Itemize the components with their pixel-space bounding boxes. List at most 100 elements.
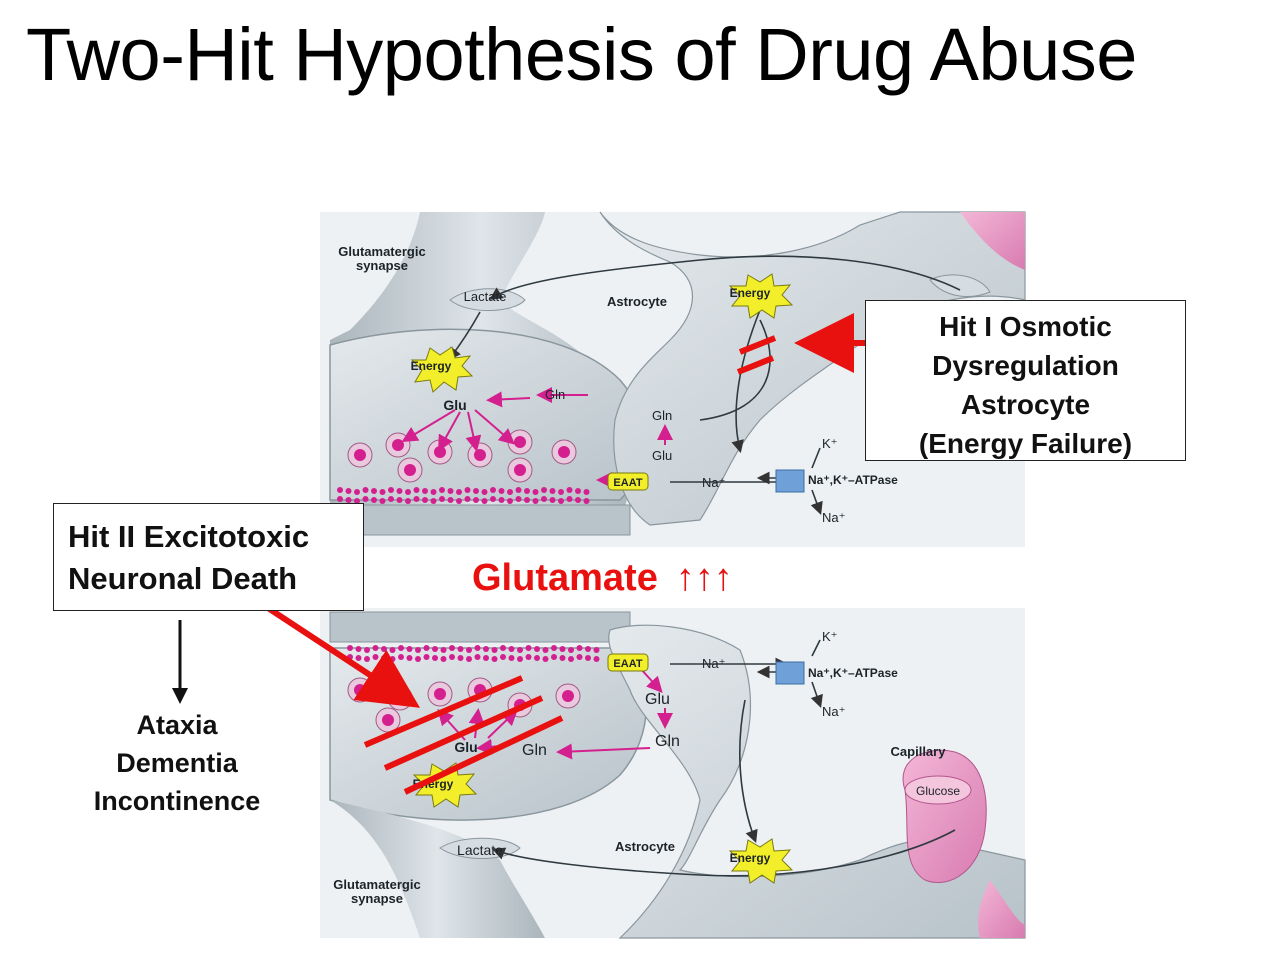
glutamate-dot (508, 646, 515, 652)
strike-line (403, 715, 564, 795)
glutamate-dot (551, 645, 557, 651)
glutamate-dot (423, 645, 430, 651)
capillary-label: Capillary (891, 744, 947, 759)
break-mark (736, 355, 775, 375)
glutamate-dot (439, 487, 445, 493)
glutamate-dot (347, 645, 353, 651)
glutamate-dot (500, 654, 506, 660)
glutamate-dot (440, 647, 447, 653)
energy-burst (410, 346, 474, 393)
glutamate-dot (534, 655, 540, 661)
glutamate-dot (559, 646, 566, 652)
glutamate-dot (440, 656, 447, 662)
na-label: Na⁺ (702, 475, 725, 490)
glutamate-dot (524, 497, 530, 503)
glutamate-dot (549, 488, 556, 494)
glutamate-dot (447, 488, 454, 494)
glu-label: Glu (652, 448, 672, 463)
glutamate-dot (481, 489, 488, 495)
glutamate-dot (525, 645, 532, 651)
glutamate-dot (534, 646, 540, 652)
hit2-line: Hit II Excitotoxic (68, 519, 310, 554)
glutamate-dot (354, 498, 360, 504)
pump-label: Na⁺,K⁺–ATPase (808, 666, 898, 680)
glutamate-dot (449, 645, 455, 651)
glutamate-dot (396, 488, 403, 494)
astrocyte-label: Astrocyte (615, 839, 675, 854)
glutamate-dot (585, 646, 591, 652)
vesicle-core (514, 436, 526, 448)
vesicle-core (562, 690, 574, 702)
glutamate-dot (498, 497, 505, 503)
vesicle-core (514, 464, 526, 476)
glutamate-dot (473, 497, 479, 503)
glutamate-dot (515, 487, 522, 493)
glutamate-dot (483, 655, 489, 661)
glutamate-dot (532, 498, 539, 504)
glutamate-dot (559, 655, 566, 661)
glutamate-dot (337, 487, 343, 493)
glutamate-dot (517, 647, 523, 653)
glutamate-dot (541, 496, 547, 502)
vesicle-core (354, 684, 366, 696)
glutamate-dot (430, 498, 437, 504)
glutamate-dot (541, 487, 547, 493)
lactate-label: Lactate (464, 289, 507, 304)
glutamate-dot (474, 645, 481, 651)
glutamate-dot (415, 656, 421, 662)
metabolic-paths (448, 255, 961, 877)
strike-line (383, 695, 544, 771)
hit1-line: Dysregulation (932, 350, 1119, 381)
capillary-top (960, 212, 1025, 270)
glutamate-dot (566, 487, 573, 493)
glutamate-dot (507, 489, 513, 495)
glutamate-dot (422, 488, 428, 494)
glutamate-dot (406, 655, 413, 661)
glutamate-dot (474, 654, 481, 660)
hit2-line: Neuronal Death (68, 561, 298, 596)
energy-burst (728, 838, 794, 884)
astrocyte-label: Astrocyte (607, 294, 667, 309)
glutamate-dot (362, 496, 369, 502)
k-label: K⁺ (822, 629, 838, 644)
glutamate-dot (524, 488, 530, 494)
glutamate-dot (337, 496, 343, 502)
glutamate-dot (473, 488, 479, 494)
na-label: Na⁺ (702, 656, 725, 671)
na-label: Na⁺ (822, 704, 845, 719)
glutamate-dot (456, 489, 462, 495)
glutamate-dot (558, 498, 564, 504)
glutamate-dot (525, 654, 532, 660)
outcome-arrow (172, 620, 188, 704)
glutamate-dot (345, 497, 352, 503)
pump-channel (775, 469, 805, 493)
glutamate-dot (449, 654, 455, 660)
glutamate-dot (372, 645, 379, 651)
gln-label: Gln (652, 408, 672, 423)
gln-label: Gln (655, 733, 680, 750)
synapse-label: Glutamatergic (333, 877, 420, 892)
glutamate-dot (464, 496, 471, 502)
synapse-label: Glutamatergic (338, 244, 425, 259)
glutamate-dot (406, 646, 413, 652)
energy-burst (728, 273, 794, 319)
break-mark (738, 335, 777, 355)
hit1-line: Hit I Osmotic (939, 311, 1112, 342)
glutamate-dot (515, 496, 522, 502)
bottom-panel (320, 608, 1026, 939)
energy-burst-group (410, 273, 805, 884)
glutamate-dot (542, 656, 549, 662)
glutamate-dot (483, 646, 489, 652)
hit1-line: (Energy Failure) (918, 428, 1133, 459)
glutamate-dot (491, 647, 498, 653)
k-label: K⁺ (822, 436, 838, 451)
increase-arrows: ↑↑↑ (675, 557, 733, 599)
synapse-label: synapse (351, 891, 403, 906)
outcome-item: Incontinence (93, 786, 261, 816)
glutamate-dot (379, 498, 386, 504)
vesicle-core (474, 449, 486, 461)
glutamate-dot (388, 496, 394, 502)
vesicle-core (558, 446, 570, 458)
glutamate-dot (542, 647, 549, 653)
glutamate-dot (389, 656, 396, 662)
